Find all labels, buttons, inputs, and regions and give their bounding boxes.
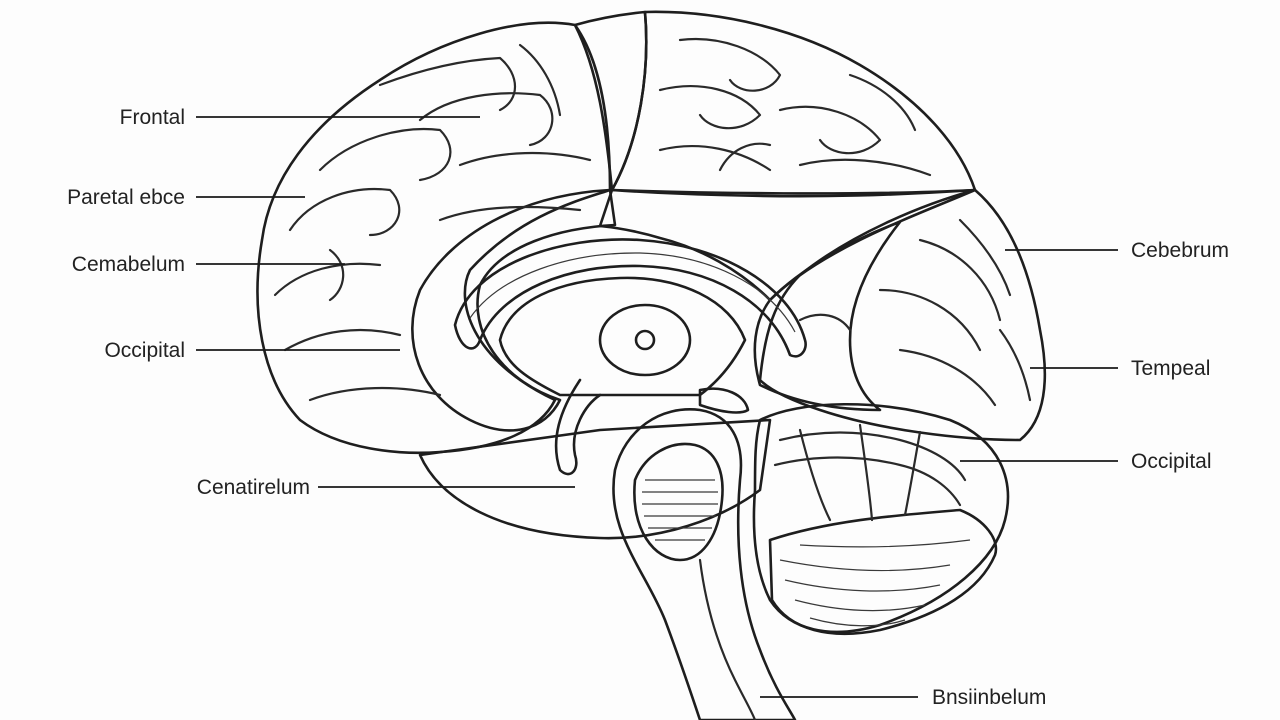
corpus-callosum bbox=[453, 238, 807, 358]
label-temporal: Tempeal bbox=[1131, 357, 1211, 380]
label-frontal: Frontal bbox=[119, 106, 185, 129]
cerebellum-region bbox=[752, 402, 1010, 634]
label-parietal: Paretal ebce bbox=[67, 186, 185, 209]
pons-region bbox=[633, 442, 724, 562]
orange-underside-region bbox=[418, 418, 772, 540]
label-brainstem: Bnsiinbelum bbox=[932, 686, 1047, 709]
temporal-gyri bbox=[798, 218, 1032, 407]
label-occipital-left: Occipital bbox=[104, 339, 185, 362]
thalamus-region bbox=[498, 276, 747, 397]
spinal-cord-inner bbox=[698, 558, 757, 720]
frontal-gyri bbox=[273, 43, 592, 402]
label-cerebrum: Cebebrum bbox=[1131, 239, 1230, 262]
temporal-yellow-region bbox=[758, 188, 1047, 442]
cerebellum-lower-lobe bbox=[768, 508, 998, 636]
midbrain-tectum bbox=[698, 387, 750, 414]
label-occipital-right: Occipital bbox=[1131, 450, 1212, 473]
teal-upper-region bbox=[610, 10, 977, 198]
corpus-callosum-striations bbox=[469, 252, 796, 333]
frontal-lobe-region bbox=[256, 21, 612, 455]
cerebellum-folia bbox=[773, 423, 971, 627]
label-cerebellum-left: Cemabelum bbox=[71, 253, 185, 276]
leader-lines bbox=[196, 116, 1118, 698]
pons-striations bbox=[642, 479, 718, 541]
inner-pink-band bbox=[411, 188, 617, 432]
teal-gyri bbox=[658, 38, 932, 177]
thalamus-center-dot bbox=[634, 329, 656, 351]
label-cerebellum-lower: Cenatirelum bbox=[196, 476, 310, 499]
brainstem-region bbox=[612, 408, 797, 720]
thalamus-core bbox=[598, 303, 692, 377]
midbrain-curl bbox=[554, 378, 602, 476]
orange-temporal-inner bbox=[753, 220, 902, 412]
